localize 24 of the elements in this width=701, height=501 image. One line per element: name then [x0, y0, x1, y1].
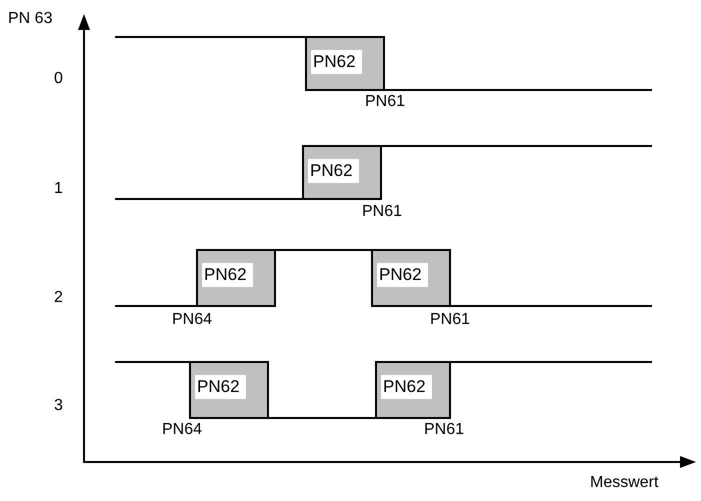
axis-label: 2	[54, 289, 63, 307]
axis-label: PN 63	[8, 10, 52, 28]
box-label: PN62	[381, 375, 432, 399]
axis-label: Messwert	[590, 474, 658, 492]
hysteresis-box	[375, 361, 451, 419]
hysteresis-box	[371, 249, 451, 307]
axis-label: PN61	[362, 203, 402, 221]
hysteresis-box	[196, 249, 276, 307]
box-label: PN62	[202, 263, 253, 287]
axis-label: PN64	[162, 421, 202, 439]
axis-label: 3	[54, 397, 63, 415]
box-label: PN62	[308, 159, 359, 183]
axis-label: PN61	[424, 421, 464, 439]
box-label: PN62	[311, 50, 362, 74]
axis-label: 1	[54, 180, 63, 198]
box-label: PN62	[377, 263, 428, 287]
axis-label: 0	[54, 70, 63, 88]
hysteresis-box	[302, 145, 382, 200]
axis-label: PN61	[430, 311, 470, 329]
hysteresis-box	[305, 36, 385, 91]
box-label: PN62	[195, 375, 246, 399]
axis-label: PN64	[172, 311, 212, 329]
hysteresis-box	[189, 361, 269, 419]
axis-label: PN61	[365, 93, 406, 111]
